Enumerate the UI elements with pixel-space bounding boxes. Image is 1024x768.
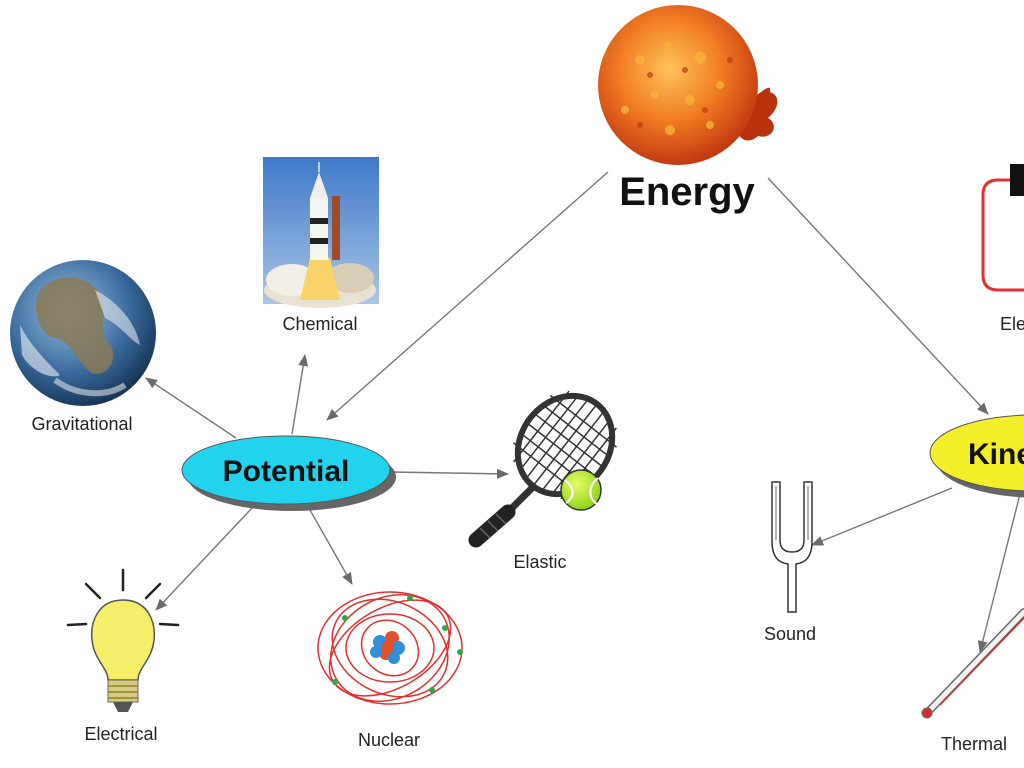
arrow-kinetic-thermal <box>977 493 1021 653</box>
tuning-fork-icon <box>771 481 813 613</box>
arrow-potential-gravitational <box>145 377 237 439</box>
arrow-energy-potential <box>326 171 609 421</box>
thermometer-icon <box>921 608 1024 719</box>
chemical-label: Chemical <box>282 314 357 334</box>
thermal-label: Thermal <box>941 734 1007 754</box>
circuit-icon <box>981 164 1024 292</box>
arrow-energy-kinetic <box>767 177 989 415</box>
tennis-racket-icon <box>468 390 618 548</box>
rocket-icon <box>263 157 379 308</box>
potential-node: Potential <box>181 435 396 511</box>
arrow-potential-nuclear <box>309 509 353 585</box>
elastic-label: Elastic <box>513 552 566 572</box>
sound-label: Sound <box>764 624 816 644</box>
kinetic-label: Kinetic <box>968 438 1024 471</box>
electrical-label: Electrical <box>84 724 157 744</box>
energy-title: Energy <box>619 170 755 214</box>
arrow-potential-chemical <box>291 354 309 435</box>
arrow-potential-elastic <box>391 468 509 479</box>
atom-icon <box>317 591 463 705</box>
light-bulb-icon <box>66 568 180 712</box>
earth-icon <box>10 260 156 406</box>
sun-icon <box>598 5 778 165</box>
potential-label: Potential <box>223 455 350 488</box>
arrow-kinetic-sound <box>811 487 953 546</box>
kinetic-node: Kinetic <box>929 414 1024 498</box>
arrow-potential-electrical <box>155 507 253 611</box>
nuclear-label: Nuclear <box>358 730 420 750</box>
electric-partial-label: Ele <box>1000 314 1024 334</box>
gravitational-label: Gravitational <box>31 414 132 434</box>
